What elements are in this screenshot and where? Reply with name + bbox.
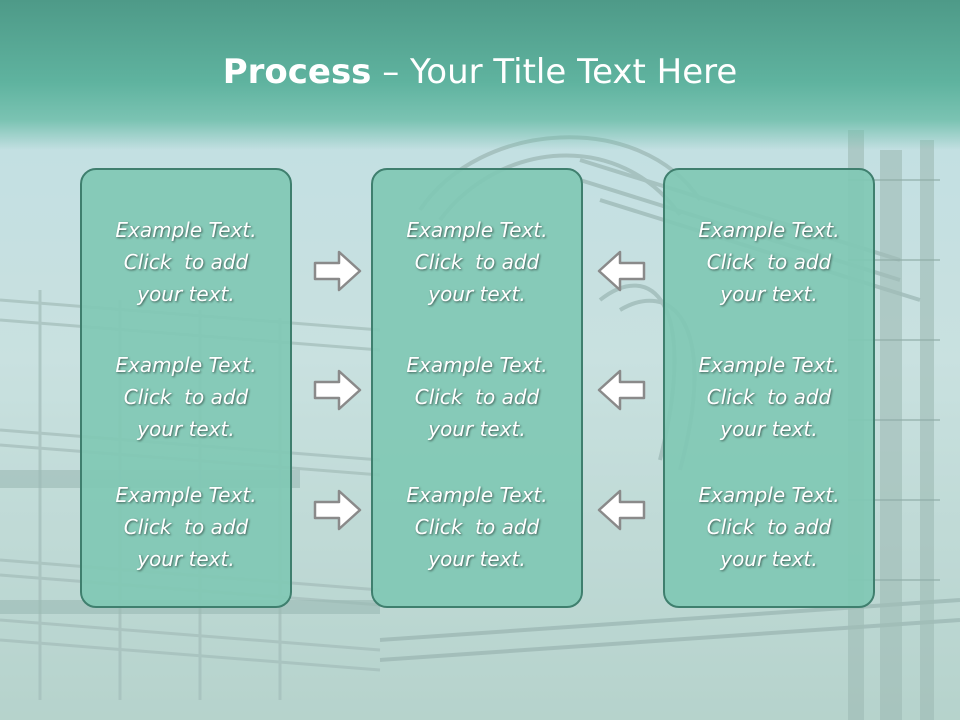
left-arrow-icon: [597, 250, 646, 292]
text-block[interactable]: Example Text. Click to add your text.: [406, 218, 548, 306]
text-block[interactable]: Example Text. Click to add your text.: [698, 218, 840, 306]
left-panel[interactable]: Example Text. Click to add your text. Ex…: [80, 168, 292, 608]
text-block[interactable]: Example Text. Click to add your text.: [406, 483, 548, 571]
right-arrow-icon: [313, 369, 362, 411]
left-arrow-icon: [597, 369, 646, 411]
text-block[interactable]: Example Text. Click to add your text.: [698, 483, 840, 571]
text-block[interactable]: Example Text. Click to add your text.: [698, 353, 840, 441]
slide-title[interactable]: Process – Your Title Text Here: [0, 52, 960, 92]
title-band: [0, 0, 960, 150]
text-block[interactable]: Example Text. Click to add your text.: [115, 218, 257, 306]
center-panel[interactable]: Example Text. Click to add your text. Ex…: [371, 168, 583, 608]
title-rest: – Your Title Text Here: [371, 52, 738, 92]
title-strong: Process: [222, 52, 372, 92]
right-arrow-icon: [313, 250, 362, 292]
right-panel[interactable]: Example Text. Click to add your text. Ex…: [663, 168, 875, 608]
right-arrow-icon: [313, 489, 362, 531]
left-arrow-icon: [597, 489, 646, 531]
text-block[interactable]: Example Text. Click to add your text.: [115, 353, 257, 441]
text-block[interactable]: Example Text. Click to add your text.: [406, 353, 548, 441]
text-block[interactable]: Example Text. Click to add your text.: [115, 483, 257, 571]
